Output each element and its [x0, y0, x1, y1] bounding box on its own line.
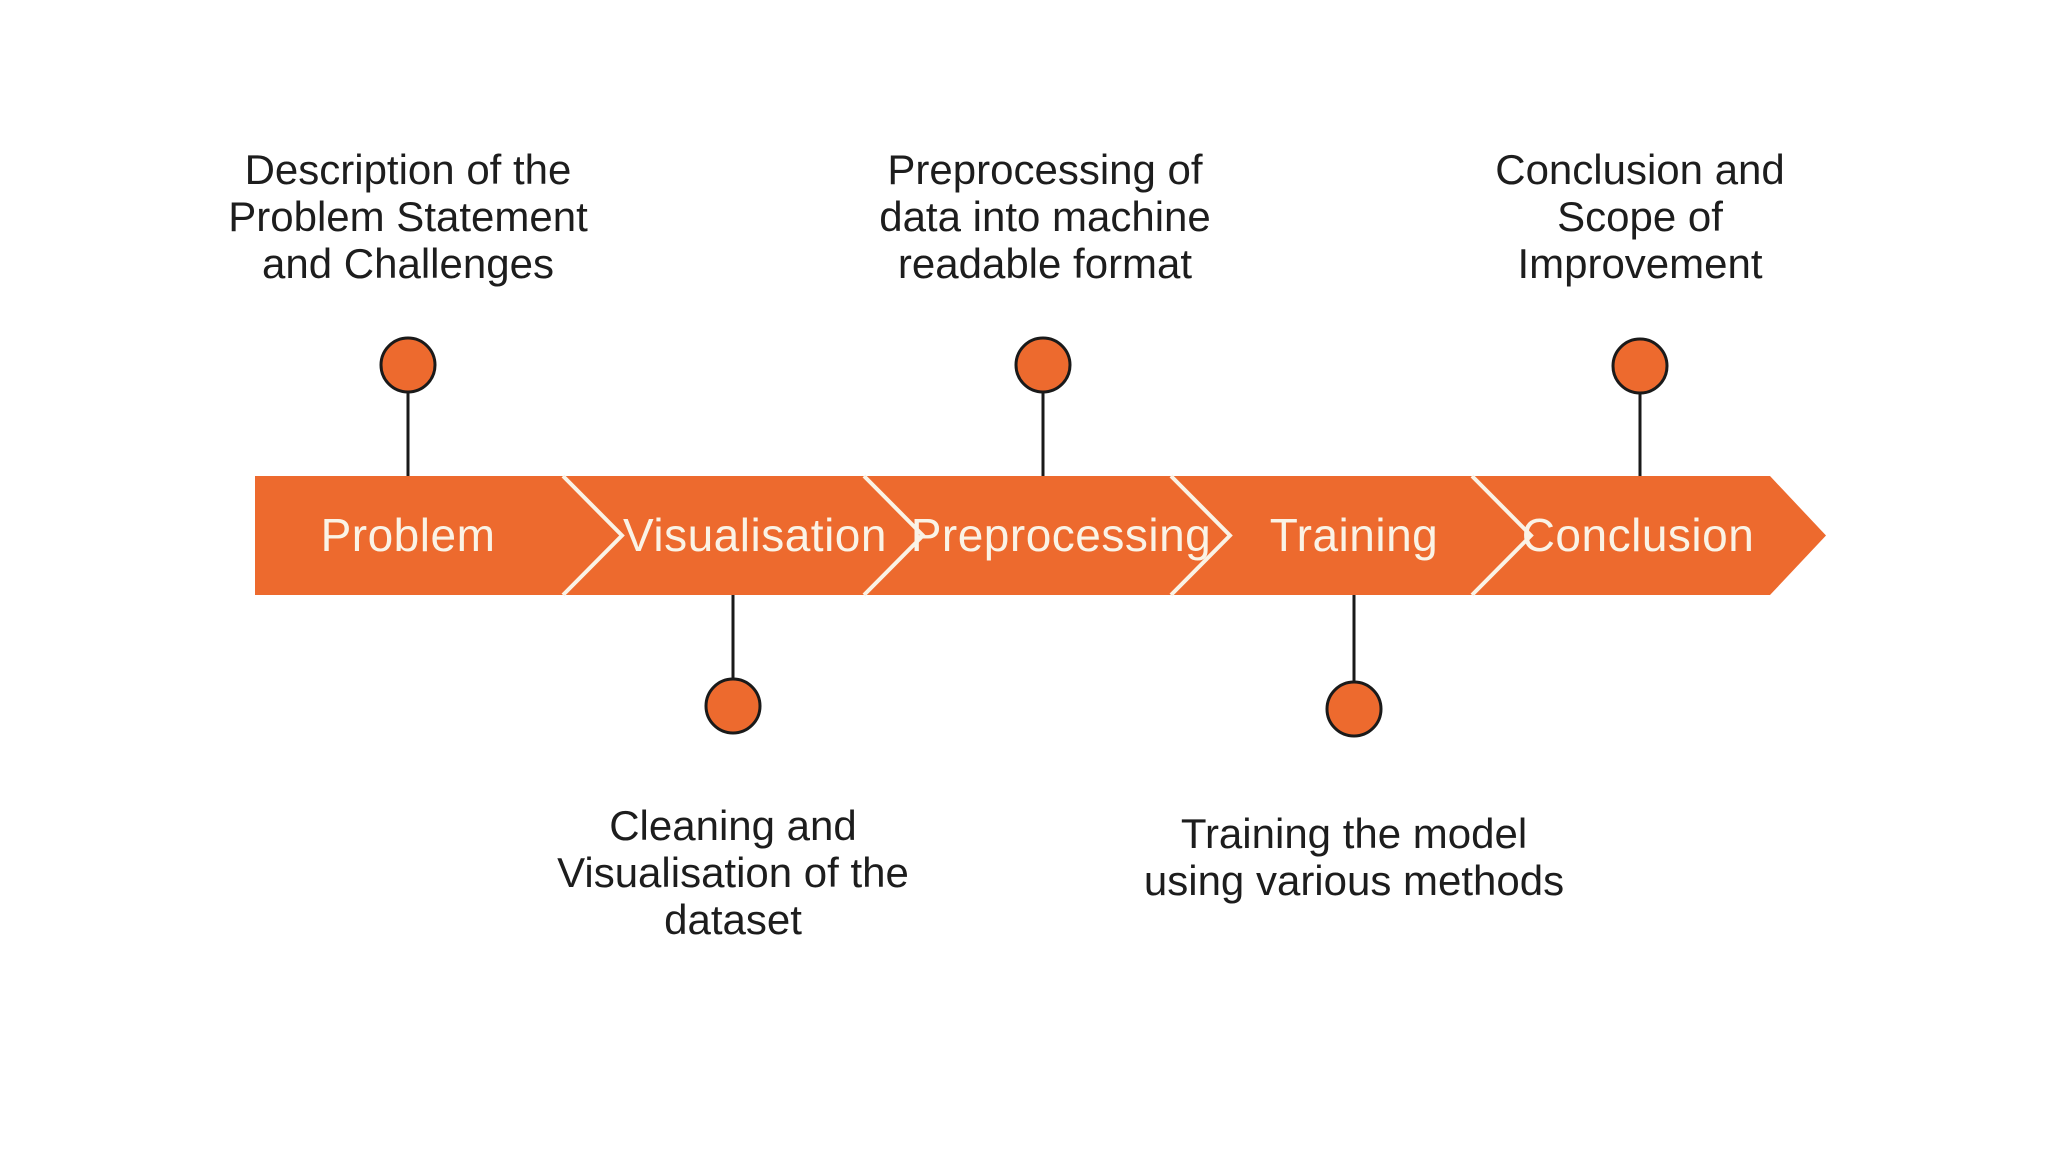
- marker-circle-conclusion: [1611, 337, 1669, 395]
- annotation-conclusion: Conclusion and Scope of Improvement: [1495, 146, 1785, 287]
- annotation-visualisation: Cleaning and Visualisation of the datase…: [557, 802, 909, 943]
- marker-circle-training: [1325, 680, 1383, 738]
- arrow-band: [255, 476, 1826, 595]
- marker-circle-preprocessing: [1014, 336, 1072, 394]
- stage-label-problem: Problem: [320, 509, 496, 561]
- chevron-separator-4: [1470, 474, 1534, 597]
- stage-label-training: Training: [1269, 509, 1439, 561]
- chevron-separator-2: [862, 474, 926, 597]
- stage-label-conclusion: Conclusion: [1521, 509, 1755, 561]
- annotation-training: Training the model using various methods: [1143, 810, 1565, 904]
- annotation-problem: Description of the Problem Statement and…: [228, 146, 588, 287]
- chevron-separator-1: [561, 474, 625, 597]
- annotation-preprocessing: Preprocessing of data into machine reada…: [879, 146, 1211, 287]
- chevron-separator-3: [1169, 474, 1233, 597]
- stage-label-visualisation: Visualisation: [623, 509, 887, 561]
- stage-label-preprocessing: Preprocessing: [910, 509, 1212, 561]
- marker-circle-visualisation: [704, 677, 762, 735]
- marker-circle-problem: [379, 336, 437, 394]
